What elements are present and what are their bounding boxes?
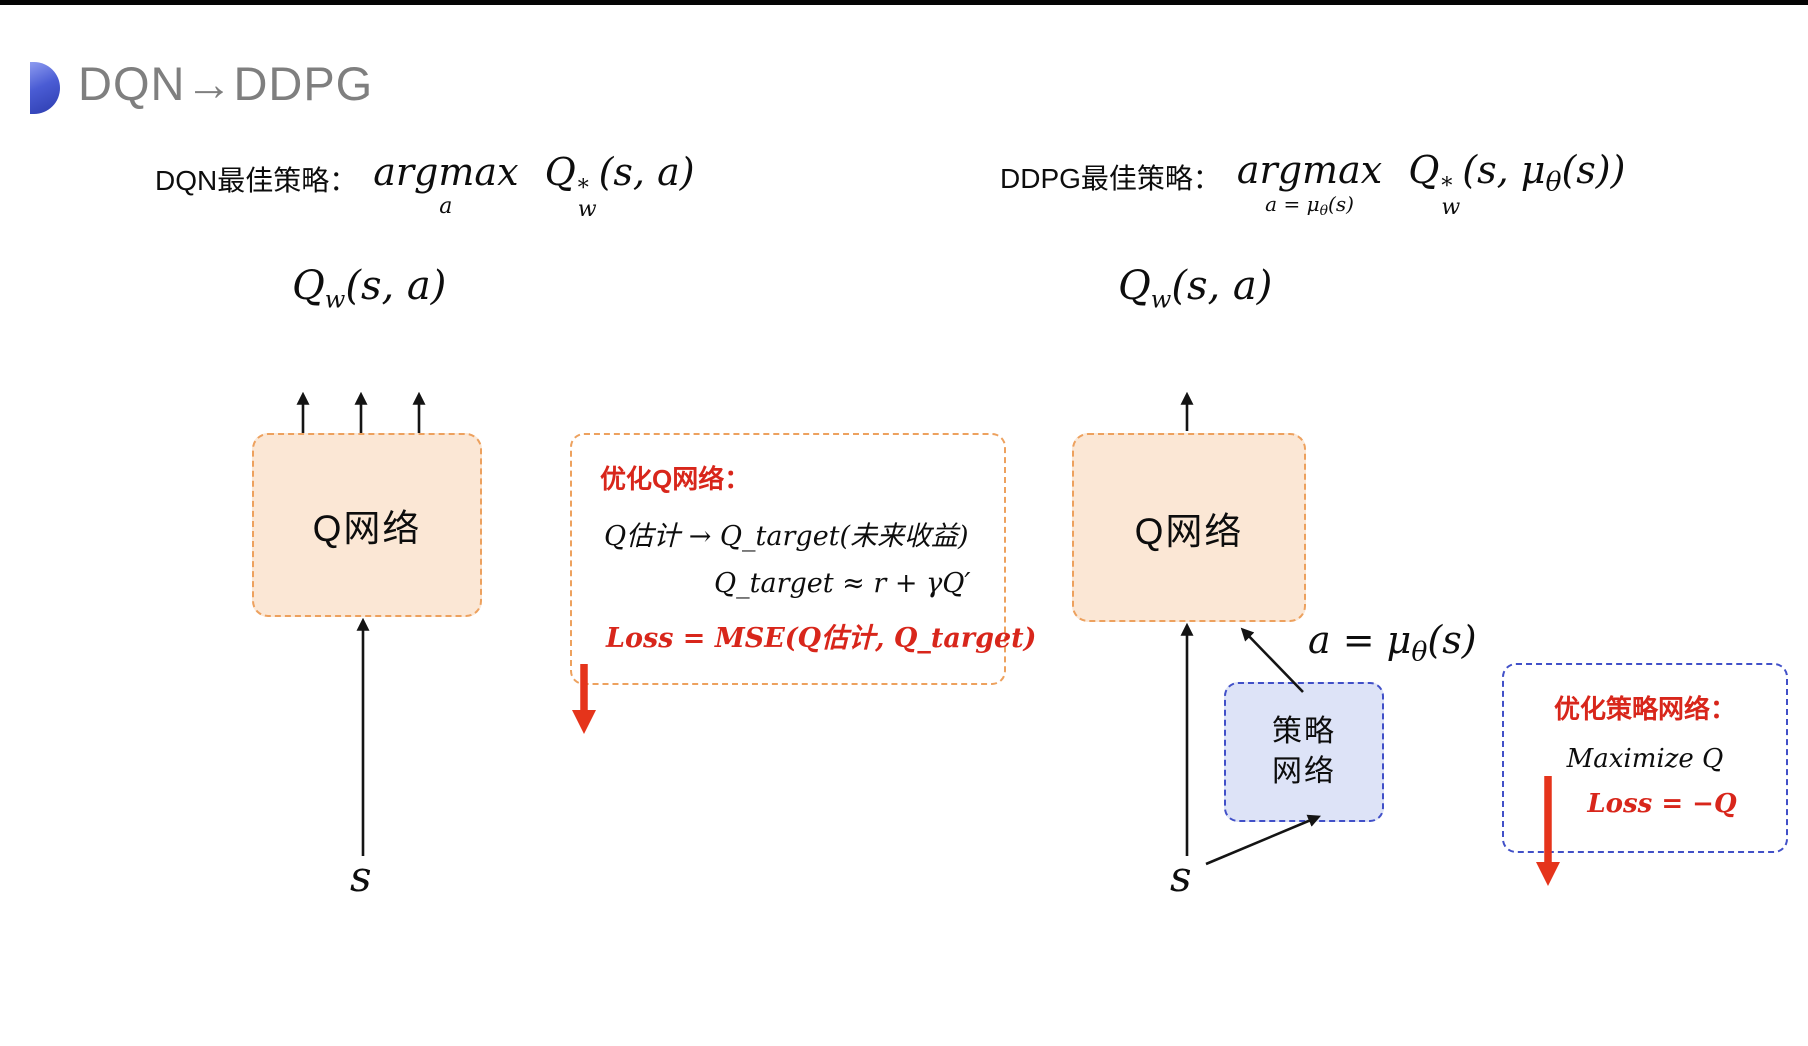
policy-opt-loss-line: Loss = −Q: [1587, 789, 1737, 819]
ddpg-under-post: (s): [1328, 192, 1354, 216]
action-formula-label: a = μθ(s): [1308, 618, 1477, 667]
ddpg-qnetwork-label: Q网络: [1134, 510, 1244, 552]
q-optimization-box: 优化Q网络： Q估计 → Q_target(未来收益) Q_target ≈ r…: [570, 433, 1037, 685]
ddpg-under-pre: a = μ: [1265, 192, 1320, 216]
policy-opt-maximize-line: Maximize Q: [1566, 744, 1724, 774]
dqn-qnetwork-label: Q网络: [312, 508, 422, 549]
dqn-argmax-wrap: argmax a: [373, 150, 519, 219]
dqn-q-sub: w: [577, 196, 597, 222]
ddpg-policy-label: DDPG最佳策略：: [1000, 163, 1221, 194]
ddpg-q-supsub: *w: [1441, 173, 1461, 220]
dqn-argmax-formula: argmax a Q*w(s, a): [373, 150, 694, 221]
action-post: (s): [1427, 618, 1477, 662]
dqn-out-q: Q: [292, 263, 325, 309]
ddpg-q-args-post: (s)): [1561, 148, 1626, 192]
dqn-q-supsub: *w: [577, 175, 597, 222]
dqn-policy-label: DQN最佳策略：: [155, 165, 358, 196]
dqn-state-label: s: [350, 852, 372, 901]
ddpg-argmax-wrap: argmax a = μθ(s): [1236, 148, 1383, 219]
dqn-argmax-under-label: a: [439, 194, 453, 219]
dqn-argmax-token: argmax: [373, 150, 519, 194]
dqn-q-token: Q: [544, 150, 576, 194]
ddpg-q-args-pre: (s, μ: [1462, 148, 1546, 192]
ddpg-under-sub: θ: [1319, 202, 1329, 219]
action-sub: θ: [1411, 636, 1428, 668]
policy-network-box: 策略 网络: [1224, 682, 1384, 822]
dqn-out-args: (s, a): [345, 263, 447, 309]
q-opt-line1: Q估计 → Q_target(未来收益): [604, 521, 969, 552]
top-border: [0, 0, 1808, 5]
policy-optimization-box: 优化策略网络： Maximize Q Loss = −Q: [1502, 663, 1788, 853]
q-opt-title: 优化Q网络：: [600, 464, 751, 494]
dqn-output-formula: Qw(s, a): [292, 263, 446, 313]
title-bullet-decoration: [30, 62, 60, 114]
dqn-out-sub: w: [324, 285, 346, 314]
ddpg-argmax-under-label: a = μθ(s): [1265, 192, 1354, 219]
ddpg-argmax-token: argmax: [1236, 148, 1383, 192]
ddpg-policy-header: DDPG最佳策略： argmax a = μθ(s) Q*w(s, μθ(s)): [1000, 148, 1625, 219]
slide-title: DQN→DDPG: [78, 57, 374, 110]
ddpg-state-label: s: [1170, 852, 1192, 901]
ddpg-out-args: (s, a): [1171, 263, 1273, 309]
q-opt-line2: Q_target ≈ r + γQ′: [714, 568, 971, 599]
ddpg-qnetwork-box: Q网络: [1072, 433, 1306, 622]
dqn-qnetwork-box: Q网络: [252, 433, 482, 617]
ddpg-q-sub: w: [1441, 194, 1461, 220]
ddpg-q-sup: *: [1441, 173, 1453, 199]
ddpg-out-q: Q: [1118, 263, 1151, 309]
dqn-policy-header: DQN最佳策略： argmax a Q*w(s, a): [155, 150, 695, 221]
policy-opt-title: 优化策略网络：: [1553, 694, 1736, 724]
ddpg-q-token: Q: [1408, 148, 1440, 192]
dqn-q-sup: *: [577, 175, 589, 201]
ddpg-output-formula: Qw(s, a): [1118, 263, 1272, 313]
policy-network-label: 策略 网络: [1272, 714, 1336, 789]
ddpg-q-args-sub: θ: [1545, 166, 1562, 198]
q-opt-loss-line: Loss = MSE(Q估计, Q_target): [606, 623, 1037, 654]
ddpg-out-sub: w: [1150, 285, 1172, 314]
action-pre: a = μ: [1308, 618, 1412, 662]
state-to-policy-arrow: [1205, 814, 1321, 866]
dqn-q-args: (s, a): [598, 150, 695, 194]
ddpg-argmax-formula: argmax a = μθ(s) Q*w(s, μθ(s)): [1237, 148, 1626, 219]
